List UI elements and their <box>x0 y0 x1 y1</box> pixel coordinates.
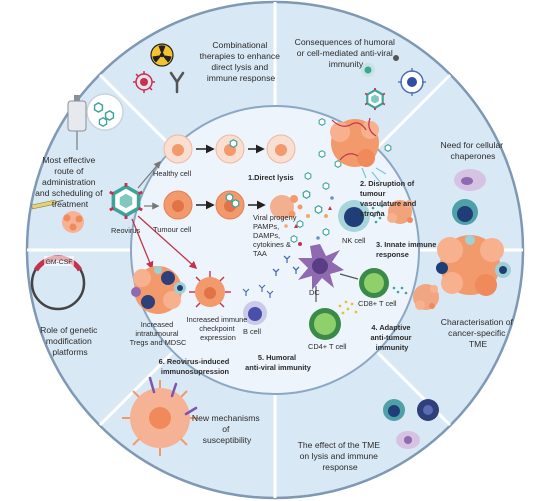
label-tme-effect: The effect of the TME on lysis and immun… <box>298 440 383 472</box>
label-intratumoural: Increased intratumoural Tregs and MDSC <box>130 320 187 347</box>
tumour-susceptibility-icon <box>122 376 198 456</box>
cd8-t-cell-icon <box>359 268 439 310</box>
antibody-icon <box>169 71 185 94</box>
chaperone-cells-icon <box>452 169 486 225</box>
inner-circle <box>130 105 420 395</box>
b-cell-icon <box>242 284 274 325</box>
tumour-mass-icon <box>62 211 84 233</box>
label-innate: 3. Innate immune response <box>376 240 438 259</box>
label-b-cell: B cell <box>243 327 261 336</box>
virus-red-icon <box>133 71 155 93</box>
nk-cell-icon <box>338 200 413 232</box>
label-immunosupression: 6. Reovirus-induced immunosupression <box>159 357 232 376</box>
label-disruption: 2. Disruption of tumour vasculature and … <box>360 179 418 218</box>
label-checkpoint: Increased immune checkpoint expression <box>187 315 250 342</box>
plasmid-icon: GM-CSF <box>30 255 86 311</box>
iv-bag-icon <box>67 93 124 150</box>
outer-labels: Combinational therapies to enhance direc… <box>35 37 516 472</box>
label-consequences: Consequences of humoral or cell-mediated… <box>295 37 398 69</box>
label-combinational: Combinational therapies to enhance direc… <box>200 40 283 83</box>
label-reovirus: Reovirus <box>111 226 140 235</box>
cd4-t-cell-icon <box>309 300 358 340</box>
checkpoint-tumour-cell-icon <box>189 271 231 308</box>
treg-mdsc-cluster-icon <box>131 266 186 314</box>
label-characterisation: Characterisation of cancer-specific TME <box>441 317 516 349</box>
label-susceptibility: New mechanisms of susceptibility <box>192 413 262 445</box>
reovirus-arrows <box>131 160 198 270</box>
label-humoral: 5. Humoral anti-viral immunity <box>245 353 312 372</box>
viral-progeny-particles <box>272 160 342 276</box>
tme-cells-icon <box>383 399 439 449</box>
label-cd4: CD4+ T cell <box>308 342 347 351</box>
label-viral-progeny: Viral progeny PAMPs, DAMPs, cytokines & … <box>253 213 298 258</box>
tumour-vasculature-icon <box>318 117 392 183</box>
label-dc: DC <box>309 288 320 297</box>
healthy-cells-row <box>163 134 296 164</box>
label-direct-lysis: 1.Direct lysis <box>248 173 294 182</box>
radioactive-icon <box>150 43 174 67</box>
label-nk-cell: NK cell <box>342 236 366 245</box>
label-genetic: Role of genetic modification platforms <box>40 325 100 357</box>
label-tumour-cell: Tumour cell <box>153 225 192 234</box>
tumour-cells-row <box>163 190 303 220</box>
label-chaperones: Need for cellular chaperones <box>441 140 506 161</box>
immune-cell-cluster-icon <box>361 55 426 110</box>
label-route: Most effective route of administration a… <box>35 155 105 209</box>
syringe-icon <box>31 199 64 210</box>
gmcsf-label: GM-CSF <box>46 259 73 266</box>
label-healthy-cell: Healthy cell <box>153 169 192 178</box>
label-adaptive: 4. Adaptive anti-tumour immunity <box>370 323 413 352</box>
inner-labels: Reovirus Healthy cell Tumour cell 1.Dire… <box>111 169 438 376</box>
tme-cluster-icon <box>436 235 511 296</box>
dendritic-cell-icon <box>298 244 359 302</box>
label-cd8: CD8+ T cell <box>358 299 397 308</box>
